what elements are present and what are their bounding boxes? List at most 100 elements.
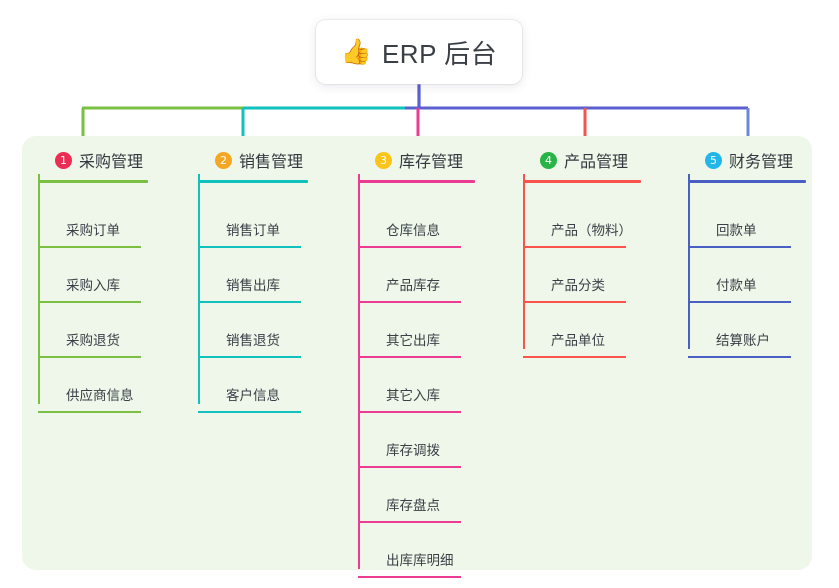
column-badge-5: 5: [705, 151, 722, 169]
column-items-1: 采购订单采购入库采购退货供应商信息: [38, 174, 188, 413]
column-header-2[interactable]: 2 销售管理: [198, 148, 348, 172]
leaf-item[interactable]: 库存调拨: [358, 413, 508, 468]
column-rule-3: [358, 180, 475, 183]
leaf-item-rule: [358, 466, 461, 468]
column-spine-1: [38, 174, 40, 404]
leaf-item-label: 出库库明细: [386, 553, 454, 568]
page-title: ERP 后台: [381, 38, 498, 69]
leaf-item[interactable]: 其它出库: [358, 303, 508, 358]
column-badge-4: 4: [540, 151, 557, 169]
leaf-item-label: 客户信息: [226, 388, 280, 403]
column-rule-1: [38, 180, 148, 183]
column-spine-2: [198, 174, 200, 404]
column-spine-5: [688, 174, 690, 349]
leaf-item-label: 回款单: [716, 223, 757, 238]
leaf-item-rule: [38, 356, 141, 358]
column-title-4: 产品管理: [564, 154, 629, 171]
leaf-item[interactable]: 采购退货: [38, 303, 188, 358]
column-4: 4 产品管理产品（物料） 产品分类产品单位: [523, 148, 673, 358]
column-title-2: 销售管理: [239, 154, 304, 171]
leaf-item-rule: [358, 411, 461, 413]
column-rule-5: [688, 180, 806, 183]
column-rule-4: [523, 180, 641, 183]
leaf-item-label: 产品库存: [386, 278, 440, 293]
column-5: 5 财务管理回款单付款单结算账户: [688, 148, 838, 358]
leaf-item[interactable]: 仓库信息: [358, 193, 508, 248]
leaf-item[interactable]: 产品分类: [523, 248, 673, 303]
leaf-item-rule: [38, 246, 141, 248]
leaf-item[interactable]: 供应商信息: [38, 358, 188, 413]
leaf-item-label: 采购订单: [66, 223, 120, 238]
leaf-item-rule: [358, 521, 461, 523]
leaf-item-label: 采购退货: [66, 333, 120, 348]
column-header-3[interactable]: 3 库存管理: [358, 148, 508, 172]
column-title-3: 库存管理: [399, 154, 464, 171]
leaf-item[interactable]: 产品库存: [358, 248, 508, 303]
column-title-1: 采购管理: [79, 154, 144, 171]
leaf-item-rule: [358, 356, 461, 358]
leaf-item[interactable]: 产品单位: [523, 303, 673, 358]
leaf-item-label: 销售出库: [226, 278, 280, 293]
column-items-2: 销售订单销售出库销售退货客户信息: [198, 174, 348, 413]
thumbs-up-icon: 👍: [340, 37, 372, 66]
leaf-item-label: 产品分类: [551, 278, 605, 293]
leaf-item-rule: [198, 246, 301, 248]
leaf-item-rule: [38, 301, 141, 303]
leaf-item-rule: [688, 246, 791, 248]
leaf-item[interactable]: 库存盘点: [358, 468, 508, 523]
column-badge-3: 3: [375, 151, 392, 169]
leaf-item-rule: [358, 246, 461, 248]
leaf-item-rule: [358, 301, 461, 303]
leaf-item-rule: [38, 411, 141, 413]
leaf-item-label: 销售订单: [226, 223, 280, 238]
leaf-item[interactable]: 采购订单: [38, 193, 188, 248]
leaf-item-label: 仓库信息: [386, 223, 440, 238]
leaf-item[interactable]: 销售退货: [198, 303, 348, 358]
column-spine-4: [523, 174, 525, 349]
leaf-item[interactable]: 产品（物料）: [523, 193, 673, 248]
column-header-4[interactable]: 4 产品管理: [523, 148, 673, 172]
column-spine-3: [358, 174, 360, 569]
leaf-item[interactable]: 付款单: [688, 248, 838, 303]
leaf-item-rule: [688, 356, 791, 358]
leaf-item-rule: [198, 301, 301, 303]
leaf-item[interactable]: 销售订单: [198, 193, 348, 248]
leaf-item-rule: [358, 576, 461, 578]
diagram-panel: [22, 136, 812, 570]
column-badge-1: 1: [55, 151, 72, 169]
column-header-1[interactable]: 1 采购管理: [38, 148, 188, 172]
leaf-item-label: 其它入库: [386, 388, 440, 403]
leaf-item-label: 库存调拨: [386, 443, 440, 458]
column-2: 2 销售管理销售订单销售出库销售退货客户信息: [198, 148, 348, 413]
column-items-3: 仓库信息产品库存其它出库其它入库库存调拨库存盘点出库库明细: [358, 174, 508, 578]
column-items-4: 产品（物料） 产品分类产品单位: [523, 174, 673, 358]
leaf-item[interactable]: 出库库明细: [358, 523, 508, 578]
leaf-item-label: 付款单: [716, 278, 757, 293]
leaf-item-label: 销售退货: [226, 333, 280, 348]
column-3: 3 库存管理仓库信息产品库存其它出库其它入库库存调拨库存盘点出库库明细: [358, 148, 508, 578]
leaf-item-rule: [523, 246, 626, 248]
leaf-item-rule: [523, 301, 626, 303]
column-badge-2: 2: [215, 151, 232, 169]
leaf-item[interactable]: 其它入库: [358, 358, 508, 413]
leaf-item[interactable]: 采购入库: [38, 248, 188, 303]
leaf-item-label: 库存盘点: [386, 498, 440, 513]
leaf-item-label: 供应商信息: [66, 388, 134, 403]
leaf-item-label: 其它出库: [386, 333, 440, 348]
leaf-item-label: 产品（物料）: [551, 223, 632, 238]
leaf-item[interactable]: 回款单: [688, 193, 838, 248]
root-node-card[interactable]: 👍 ERP 后台: [316, 20, 522, 84]
leaf-item-label: 采购入库: [66, 278, 120, 293]
column-rule-2: [198, 180, 308, 183]
leaf-item-label: 产品单位: [551, 333, 605, 348]
leaf-item-label: 结算账户: [716, 333, 770, 348]
leaf-item[interactable]: 客户信息: [198, 358, 348, 413]
leaf-item[interactable]: 结算账户: [688, 303, 838, 358]
column-title-5: 财务管理: [729, 154, 794, 171]
column-1: 1 采购管理采购订单采购入库采购退货供应商信息: [38, 148, 188, 413]
leaf-item-rule: [198, 411, 301, 413]
column-header-5[interactable]: 5 财务管理: [688, 148, 838, 172]
leaf-item[interactable]: 销售出库: [198, 248, 348, 303]
leaf-item-rule: [688, 301, 791, 303]
leaf-item-rule: [198, 356, 301, 358]
